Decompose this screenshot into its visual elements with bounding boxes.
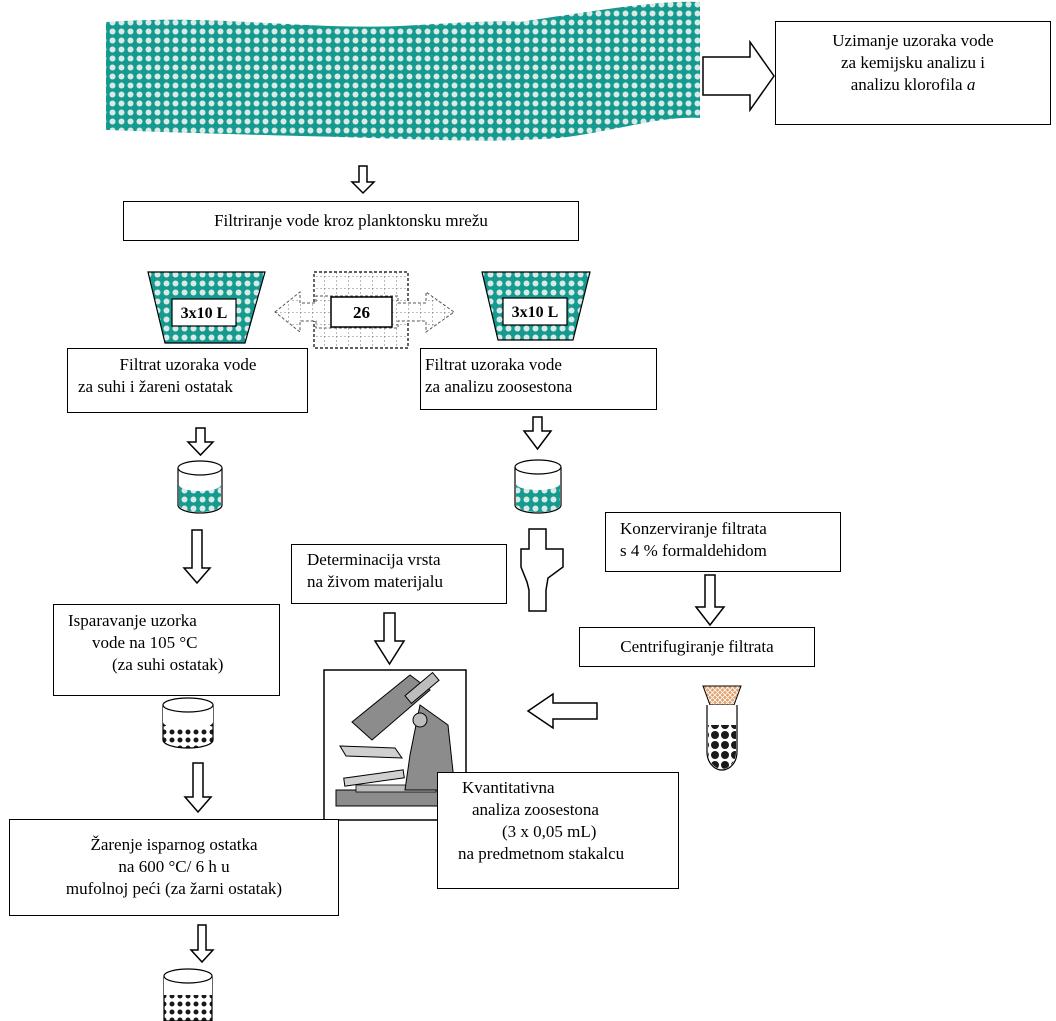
hollow-double-arrow [520, 528, 564, 612]
quantitative-line-2: analiza zoosestona [472, 800, 599, 819]
filtrate-left-box: Filtrat uzoraka vode za suhi i žareni os… [67, 348, 308, 413]
net-right-label: 3x10 L [512, 304, 559, 321]
hollow-arrow-right [702, 39, 775, 113]
plankton-net-funnel-left: 3x10 L [147, 271, 266, 344]
plankton-net-funnel-right: 3x10 L [481, 271, 591, 341]
test-tube-icon [702, 685, 742, 771]
water-sampling-line-1: Uzimanje uzoraka vode [832, 31, 994, 50]
centrifuging-box: Centrifugiranje filtrata [579, 627, 815, 667]
water-sampling-box: Uzimanje uzoraka vode za kemijsku analiz… [775, 21, 1051, 125]
hollow-arrow-left [526, 692, 598, 730]
chlorophyll-a-italic: a [966, 75, 976, 94]
water-sampling-line-2: za kemijsku analizu i [841, 53, 985, 72]
preservation-box: Konzerviranje filtrata s 4 % formaldehid… [605, 512, 841, 572]
center-badge-label: 26 [353, 303, 370, 322]
filtration-text: Filtriranje vode kroz planktonsku mrežu [214, 211, 488, 230]
quantitative-line-3: (3 x 0,05 mL) [502, 822, 597, 841]
centrifuging-text: Centrifugiranje filtrata [620, 637, 774, 656]
filtrate-left-line-1: Filtrat uzoraka vode [119, 355, 257, 374]
beaker-icon [177, 460, 223, 514]
ignition-box: Žarenje isparnog ostatka na 600 °C/ 6 h … [9, 819, 339, 916]
evaporation-line-3: (za suhi ostatak) [112, 655, 224, 674]
water-sampling-line-3: analizu klorofila a [776, 74, 1050, 96]
evaporation-line-2: vode na 105 °C [92, 633, 198, 652]
crucible-icon [162, 697, 214, 749]
ignition-line-2: na 600 °C/ 6 h u [118, 857, 230, 876]
water-sampling-line-3-text: analizu klorofila [850, 75, 963, 94]
filtration-box: Filtriranje vode kroz planktonsku mrežu [123, 201, 579, 241]
filtrate-right-line-1: Filtrat uzoraka vode [425, 355, 562, 374]
determination-box: Determinacija vrsta na živom materijalu [291, 544, 507, 604]
beaker-icon [514, 459, 562, 514]
preservation-line-1: Konzerviranje filtrata [620, 519, 767, 538]
determination-line-1: Determinacija vrsta [307, 550, 441, 569]
determination-line-2: na živom materijalu [307, 572, 443, 591]
crucible-icon [163, 968, 213, 1021]
quantitative-line-4: na predmetnom stakalcu [458, 844, 625, 863]
net-left-label: 3x10 L [181, 305, 228, 322]
hollow-arrow-down [182, 165, 726, 964]
preservation-line-2: s 4 % formaldehidom [620, 541, 767, 560]
river-water-band [106, 1, 700, 141]
quantitative-line-1: Kvantitativna [462, 778, 555, 797]
quantitative-analysis-box: Kvantitativna analiza zoosestona (3 x 0,… [437, 772, 679, 889]
filtrate-right-box: Filtrat uzoraka vode za analizu zoosesto… [420, 348, 657, 410]
evaporation-line-1: Isparavanje uzorka [68, 611, 197, 630]
ignition-line-1: Žarenje isparnog ostatka [90, 835, 258, 854]
filtrate-left-line-2: za suhi i žareni ostatak [78, 377, 233, 396]
grid-badge-icon: 26 [274, 271, 455, 349]
ignition-line-3: mufolnoj peći (za žarni ostatak) [65, 879, 283, 898]
filtrate-right-line-2: za analizu zoosestona [425, 377, 573, 396]
evaporation-box: Isparavanje uzorka vode na 105 °C (za su… [53, 604, 280, 696]
